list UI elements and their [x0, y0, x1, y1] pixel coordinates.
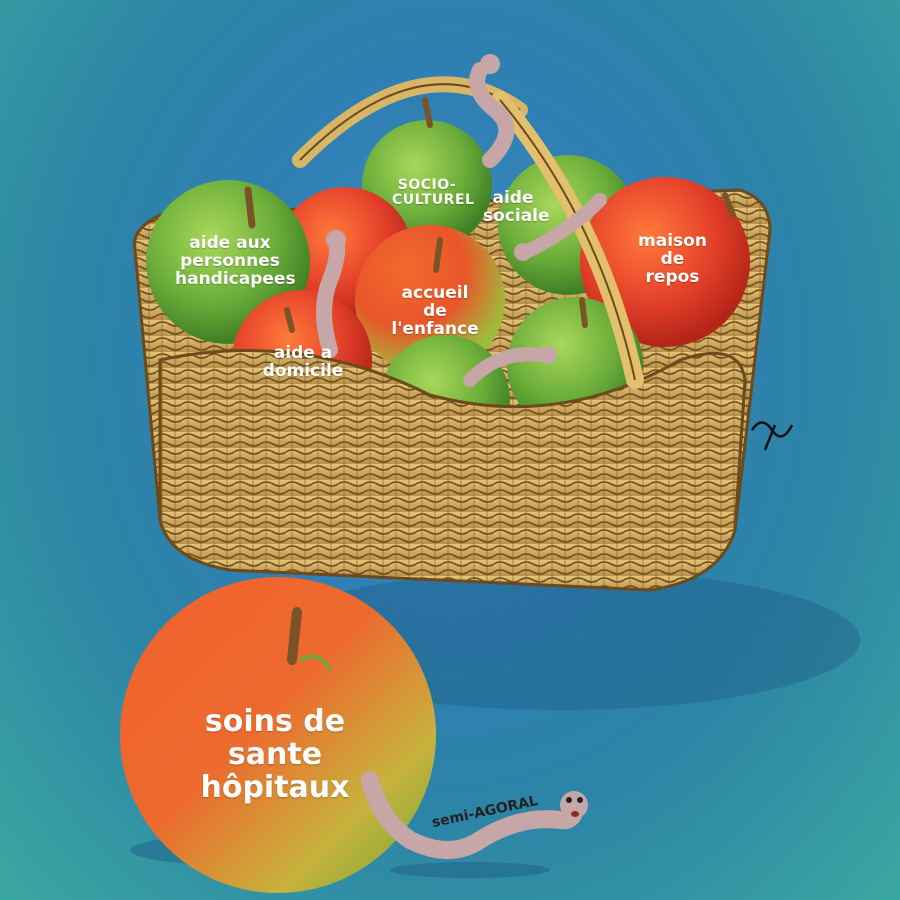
label-line: repos	[645, 266, 700, 287]
label-line: soins de	[204, 704, 346, 739]
label-line: aide a	[273, 343, 333, 363]
label-line: handicapees	[175, 268, 296, 289]
apple-label-handicap: aide aux personnes handicapees	[175, 233, 296, 289]
apple-label-domicile: aide a domicile	[228, 343, 378, 381]
label-line: CULTUREL	[392, 191, 475, 208]
label-line: SOCIO-	[397, 177, 457, 193]
label-line: aide aux	[189, 233, 271, 253]
label-line: hôpitaux	[200, 770, 350, 805]
label-line: domicile	[262, 360, 344, 381]
label-line: personnes	[180, 250, 280, 271]
label-line: sociale	[483, 205, 550, 226]
apple-label-enfance: accueil de l'enfance	[385, 283, 485, 339]
label-line: maison	[638, 231, 707, 251]
apple-label-socio: SOCIO- CULTUREL	[392, 177, 475, 208]
label-line: l'enfance	[391, 318, 479, 339]
label-line: de	[660, 248, 685, 269]
label-line: aide	[492, 188, 534, 208]
apple-label-repos: maison de repos	[630, 231, 715, 287]
label-line: accueil	[401, 283, 469, 303]
label-line: sante	[227, 737, 323, 772]
label-line: de	[423, 300, 447, 321]
apple-label-sociale: aide sociale	[483, 188, 550, 226]
big-apple-label-sante: soins de sante hôpitaux	[200, 705, 350, 804]
